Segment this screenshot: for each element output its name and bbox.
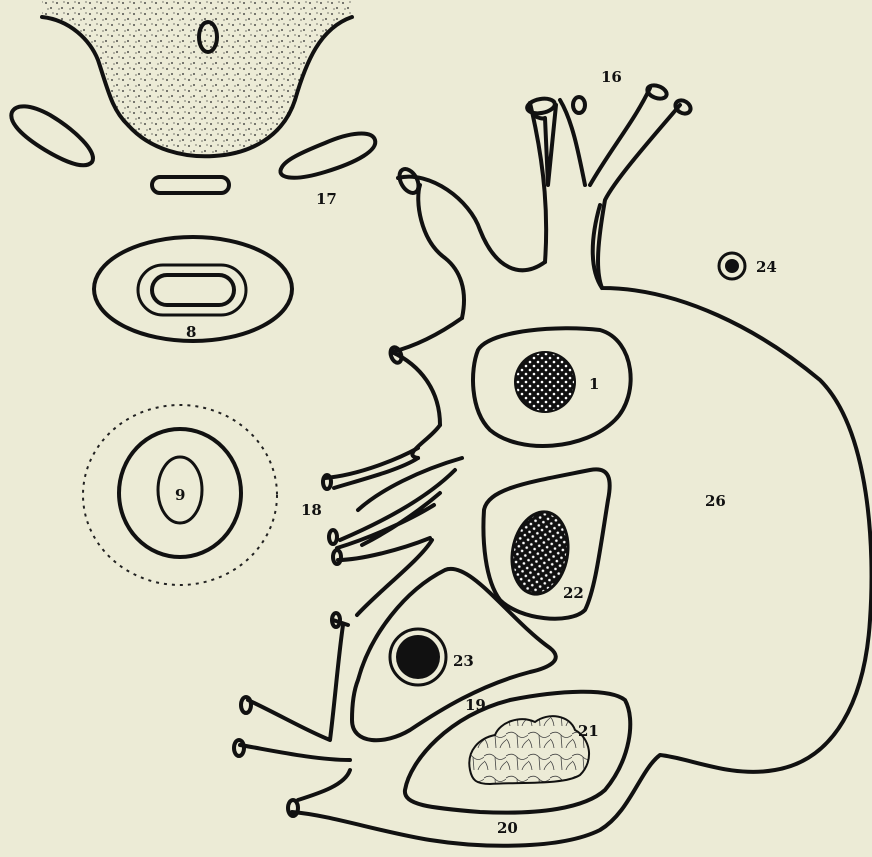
vessel-end-left-b (234, 740, 244, 756)
label-22: 22 (563, 584, 584, 602)
label-9: 9 (175, 486, 185, 504)
left-elongated-vessel (11, 106, 93, 165)
label-16: 16 (601, 68, 622, 86)
body-24 (719, 253, 745, 279)
body-23 (390, 629, 446, 685)
vessel-end-left-a (241, 697, 251, 713)
label-17: 17 (316, 190, 337, 208)
label-26: 26 (705, 492, 726, 510)
center-flat-vessel (152, 177, 229, 193)
label-21: 21 (578, 722, 599, 740)
vessel-end-18b (329, 530, 337, 544)
right-elongated-vessel (280, 134, 375, 178)
label-24: 24 (756, 258, 777, 276)
label-18: 18 (301, 501, 322, 519)
label-23: 23 (453, 652, 474, 670)
label-8: 8 (186, 323, 196, 341)
body-1 (514, 351, 576, 413)
stippled-cord-section (42, 0, 352, 156)
label-1: 1 (589, 375, 599, 393)
label-19: 19 (465, 696, 486, 714)
body-21 (469, 716, 589, 784)
vessel-end-16b (573, 97, 585, 113)
vessel-end-16d (673, 98, 693, 116)
vessel-end-top-left (396, 166, 423, 197)
vessel-end-16c (646, 83, 669, 101)
label-20: 20 (497, 819, 518, 837)
vessel-end-18c (333, 550, 341, 564)
